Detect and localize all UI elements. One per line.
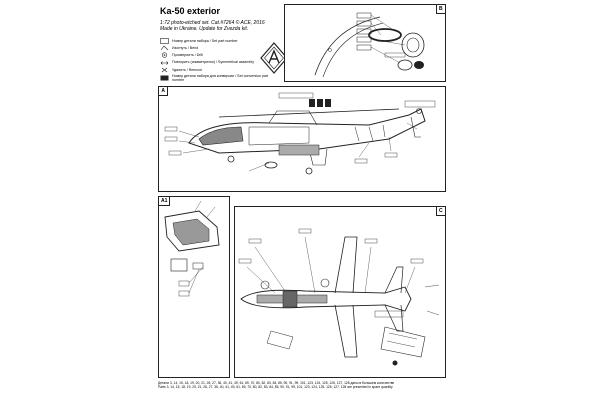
panel-a-drawing [164, 92, 436, 175]
spare-parts-note: Детали 3, 14, 15, 18, 19, 20, 21, 26, 27… [158, 381, 446, 389]
panel-a1: A1 [158, 196, 230, 378]
legend-text: Изогнуть / Bend [172, 46, 199, 51]
panel-b-drawing [314, 12, 425, 78]
legend-row: Номер детали набора для конверсии / Set … [160, 74, 270, 82]
made-line: Made in Ukraine. Update for Zvezda kit. [160, 26, 249, 32]
panel-b: B [284, 4, 446, 82]
legend-text: Просверлить / Drill [172, 53, 203, 58]
sheet-subinfo: 1:72 photo-etched set. Cat.#7264 © ACE, … [160, 20, 265, 32]
legend-row: Удалить / Remove [160, 67, 270, 73]
panel-a1-tag: A1 [158, 196, 171, 207]
scale-line: 1:72 photo-etched set. Cat.#7264 © ACE, … [160, 20, 265, 26]
legend-text: Номер детали набора для конверсии / Set … [172, 73, 269, 83]
instruction-sheet: Ka-50 exterior 1:72 photo-etched set. Ca… [150, 0, 450, 400]
conversion-icon [160, 75, 169, 81]
spare-note-en: Parts 3, 14, 15, 18, 19, 20, 21, 26, 27,… [158, 385, 393, 389]
legend-row: Номер детали набора / Set part number [160, 38, 270, 44]
panel-a-tag: A [158, 86, 169, 97]
bend-icon [160, 45, 169, 51]
panel-a1-drawing [164, 200, 220, 297]
part-number-icon [160, 38, 169, 44]
spare-note-ru: Детали 3, 14, 15, 18, 19, 20, 21, 26, 27… [158, 381, 395, 385]
legend-text: Номер детали набора / Set part number [172, 38, 238, 43]
legend: Номер детали набора / Set part number Из… [160, 38, 270, 84]
panel-c-drawing [238, 228, 440, 366]
panel-c-tag: C [435, 206, 446, 217]
symmetric-icon [160, 60, 169, 66]
panel-a: A [158, 86, 446, 192]
remove-icon [160, 67, 169, 73]
drill-icon [160, 52, 169, 58]
legend-text: Повторить (симметрично) / Symmetrical as… [172, 60, 255, 65]
panel-c: C [234, 206, 446, 378]
ace-logo [260, 42, 288, 74]
legend-text: Удалить / Remove [172, 67, 203, 72]
sheet-title: Ka-50 exterior [160, 6, 221, 16]
legend-row: Изогнуть / Bend [160, 45, 270, 51]
panel-b-tag: B [435, 4, 446, 15]
legend-row: Повторить (симметрично) / Symmetrical as… [160, 60, 270, 66]
legend-row: Просверлить / Drill [160, 52, 270, 58]
